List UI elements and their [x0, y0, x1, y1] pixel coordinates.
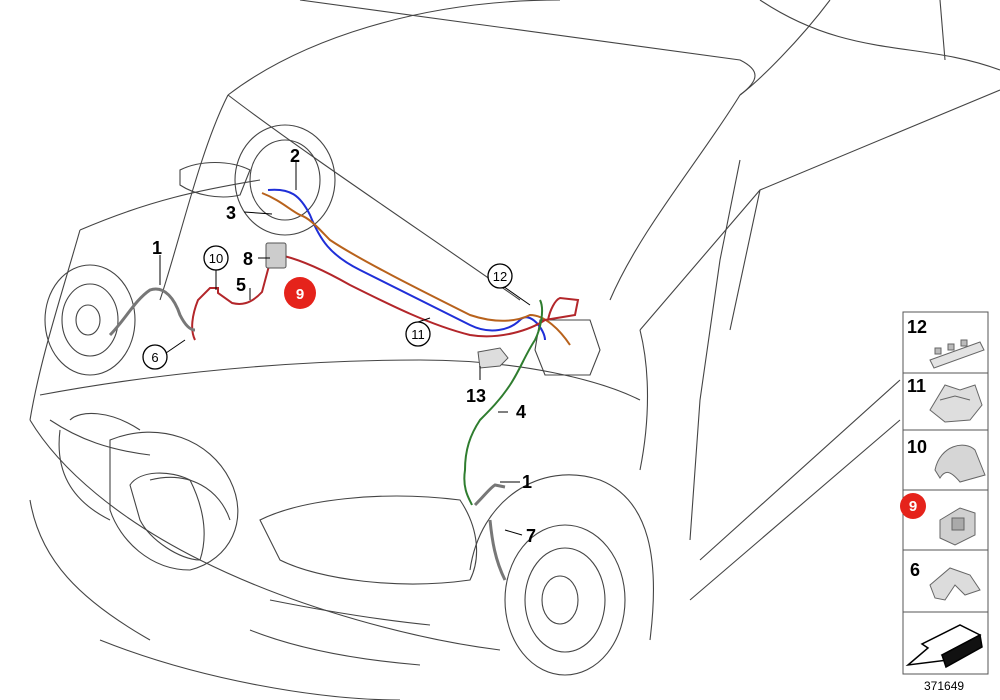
callout-4: 4: [516, 402, 526, 422]
svg-text:10: 10: [209, 251, 223, 266]
clip-10-icon: [934, 444, 986, 483]
brown-brake-line: [261, 192, 571, 346]
reference-number: 371649: [924, 679, 964, 693]
clip-9-icon: [939, 507, 976, 546]
svg-text:6: 6: [151, 350, 158, 365]
callout-1-left: 1: [152, 238, 162, 258]
front-flex-hose-left: [108, 287, 196, 337]
callout-1-right: 1: [522, 472, 532, 492]
parts-panel: 12 11 10 9 6: [900, 311, 989, 675]
svg-text:12: 12: [493, 269, 507, 284]
callout-2: 2: [290, 146, 300, 166]
callout-11-circle: 11: [405, 321, 431, 347]
panel-item-11-label: 11: [907, 376, 926, 396]
callout-9-highlight: 9: [284, 277, 316, 309]
svg-text:9: 9: [296, 286, 304, 303]
bracket-6-icon: [929, 567, 981, 601]
blue-brake-line: [267, 188, 546, 341]
red-brake-line-left: [191, 261, 271, 341]
leader-lines: [159, 162, 531, 536]
panel-item-9-label: 9: [909, 498, 917, 515]
brake-lines: [108, 188, 580, 581]
callout-5: 5: [236, 275, 246, 295]
green-brake-line: [463, 299, 544, 506]
panel-item-9-highlight: 9: [900, 493, 926, 519]
callout-13: 13: [466, 386, 486, 406]
panel-item-6-label: 6: [910, 560, 920, 580]
red-brake-line: [283, 255, 580, 338]
clip-11-icon: [929, 384, 983, 423]
callout-10-circle: 10: [203, 245, 229, 271]
callouts: 1 2 3 5 8 13 4 1 7 6 10 11 12 9: [142, 146, 536, 546]
callout-3: 3: [226, 203, 236, 223]
clip-12-icon: [929, 339, 985, 369]
front-flex-hose-right: [473, 483, 507, 581]
svg-text:11: 11: [411, 327, 425, 342]
panel-item-12-label: 12: [907, 317, 927, 337]
callout-7: 7: [526, 526, 536, 546]
callout-6-circle: 6: [142, 344, 168, 370]
panel-item-10-label: 10: [907, 437, 927, 457]
bracket-13: [477, 347, 509, 369]
callout-12-circle: 12: [487, 263, 513, 289]
callout-8: 8: [243, 249, 253, 269]
bracket-8: [265, 242, 287, 269]
direction-arrow-icon: [905, 624, 983, 669]
car-outline: [29, 0, 1000, 700]
